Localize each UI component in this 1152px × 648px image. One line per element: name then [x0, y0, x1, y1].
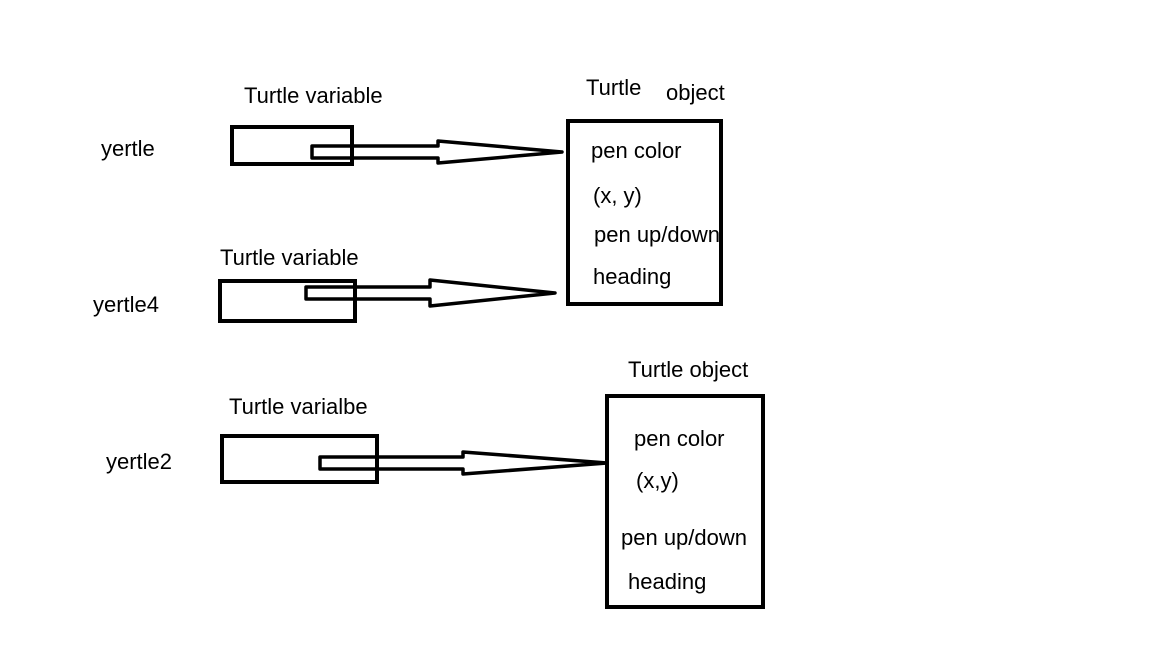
- variable-name-yertle2: yertle2: [106, 449, 173, 474]
- variable-type-label-2: Turtle variable: [220, 245, 359, 270]
- object-box-1: [566, 119, 723, 306]
- reference-arrow-yertle2: [318, 450, 609, 476]
- object-2-field-position: (x,y): [636, 468, 679, 493]
- object-2-field-pen-color: pen color: [634, 426, 725, 451]
- variable-name-yertle: yertle: [101, 136, 155, 161]
- object-title-1-part1: Turtle: [586, 75, 642, 100]
- object-1-field-heading: heading: [593, 264, 672, 289]
- object-title-2: Turtle object: [628, 357, 749, 382]
- variable-box-yertle2: [220, 434, 379, 484]
- object-2-field-heading: heading: [628, 569, 707, 594]
- variable-type-label-1: Turtle variable: [244, 83, 383, 108]
- variable-name-yertle4: yertle4: [93, 292, 160, 317]
- object-box-2: [605, 394, 765, 609]
- object-1-field-pen-color: pen color: [591, 138, 682, 163]
- reference-arrow-yertle4: [304, 278, 557, 308]
- variable-box-yertle4: [218, 279, 357, 323]
- object-title-1-part2: object: [666, 80, 725, 105]
- object-2-field-pen-state: pen up/down: [621, 525, 747, 550]
- variable-type-label-3: Turtle varialbe: [229, 394, 368, 419]
- object-1-field-pen-state: pen up/down: [594, 222, 720, 247]
- reference-arrow-yertle: [310, 139, 564, 165]
- object-1-field-position: (x, y): [593, 183, 642, 208]
